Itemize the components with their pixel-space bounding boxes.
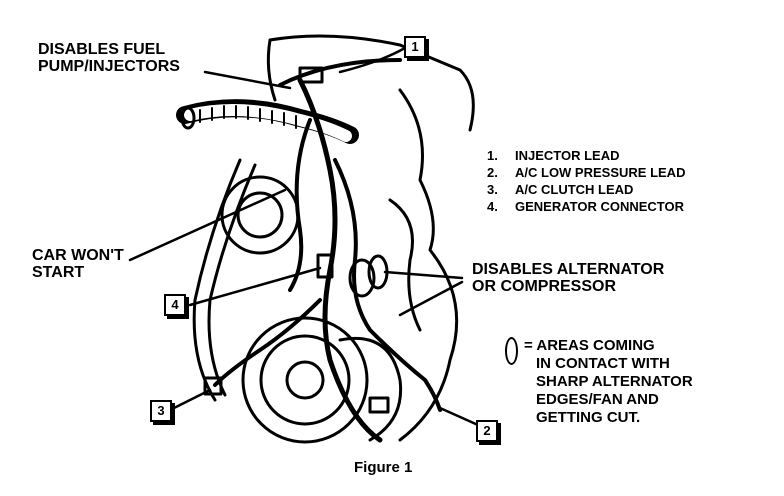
figure-caption: Figure 1 xyxy=(354,459,413,476)
legend-text: GENERATOR CONNECTOR xyxy=(515,198,685,214)
key-line3: SHARP ALTERNATOR xyxy=(536,373,693,390)
harness-main xyxy=(297,77,383,443)
drive-belt-left xyxy=(192,158,242,402)
compressor-pulley-hub xyxy=(285,360,325,400)
engine-outline-right xyxy=(398,88,459,442)
connector-generator xyxy=(316,253,334,279)
leader-fuel xyxy=(203,70,292,90)
legend-num: 3. xyxy=(487,181,498,197)
hose-ribs xyxy=(199,105,297,129)
legend-text: A/C CLUTCH LEAD xyxy=(515,181,634,197)
connector-ac-clutch xyxy=(203,376,223,396)
engine-outline-left xyxy=(266,38,277,102)
label-disables-fuel-line1: DISABLES FUEL xyxy=(38,41,166,58)
key-line5: GETTING CUT. xyxy=(536,409,641,426)
callout-4: 4 xyxy=(164,294,186,316)
leader-callout-4 xyxy=(188,266,322,307)
compressor-pulley xyxy=(241,316,369,444)
callout-3: 3 xyxy=(150,400,172,422)
label-car-wont-start-line2: START xyxy=(32,263,85,281)
contact-area-key: = AREAS COMING IN CONTACT WITH SHARP ALT… xyxy=(524,337,693,427)
leader-callout-3 xyxy=(168,388,212,412)
key-line4: EDGES/FAN AND xyxy=(536,391,659,408)
engine-outline-right-2 xyxy=(388,198,422,332)
hose-inner xyxy=(184,104,352,142)
leader-alt-2 xyxy=(398,280,464,317)
leader-alt-1 xyxy=(383,270,464,280)
compressor-body xyxy=(338,336,403,442)
harness-branch-3 xyxy=(213,298,322,387)
label-disables-alternator-line2: OR COMPRESSOR xyxy=(472,277,617,295)
contact-area-key-icon xyxy=(505,337,518,365)
compressor-pulley-mid xyxy=(259,334,351,426)
leader-callout-1 xyxy=(338,46,407,74)
legend-num: 1. xyxy=(487,148,498,163)
key-line1: = AREAS COMING xyxy=(524,337,655,354)
callout-1: 1 xyxy=(404,36,426,58)
legend-item-3: 3. A/C CLUTCH LEAD xyxy=(487,182,685,199)
legend-text: INJECTOR LEAD xyxy=(515,148,620,163)
leader-start xyxy=(128,188,287,262)
label-disables-alternator-line1: DISABLES ALTERNATOR xyxy=(472,261,665,278)
label-disables-fuel-line2: PUMP/INJECTORS xyxy=(38,57,180,75)
callout-2: 2 xyxy=(476,420,498,442)
hose-end xyxy=(180,106,196,130)
connector-top xyxy=(298,66,324,84)
label-car-wont-start-line1: CAR WON'T xyxy=(32,247,124,264)
harness-branch-2 xyxy=(333,158,442,412)
legend-num: 4. xyxy=(487,198,498,214)
leader-callout-2 xyxy=(438,406,480,427)
engine-outline-top xyxy=(268,34,475,132)
harness-branch-1 xyxy=(288,118,312,292)
contact-area-1 xyxy=(348,258,376,298)
label-disables-fuel: DISABLES FUEL PUMP/INJECTORS xyxy=(38,41,180,76)
alternator-pulley xyxy=(220,175,300,255)
legend-item-1: 1. INJECTOR LEAD xyxy=(487,148,685,165)
key-line2: IN CONTACT WITH xyxy=(536,355,670,372)
connector-ac-low xyxy=(368,396,390,414)
label-car-wont-start: CAR WON'T START xyxy=(32,247,124,282)
label-disables-alternator: DISABLES ALTERNATOR OR COMPRESSOR xyxy=(472,261,665,296)
legend-item-4: 4. GENERATOR CONNECTOR xyxy=(487,199,685,216)
legend-item-2: 2. A/C LOW PRESSURE LEAD xyxy=(487,165,685,182)
legend-num: 2. xyxy=(487,164,498,180)
alternator-pulley-inner xyxy=(236,191,284,239)
legend-text: A/C LOW PRESSURE LEAD xyxy=(515,164,686,180)
harness-top xyxy=(278,58,402,87)
legend: 1.INJECTOR LEAD 2.A/C LOW PRESSURE LEAD … xyxy=(487,148,685,216)
